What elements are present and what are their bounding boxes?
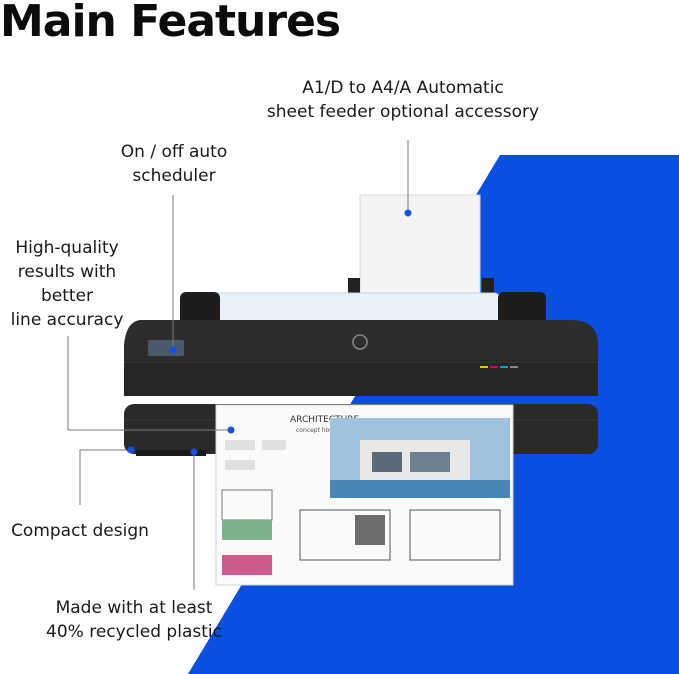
label-sheet-feeder: A1/D to A4/A Automatic sheet feeder opti… — [266, 78, 540, 122]
label-compact: Compact design — [11, 521, 149, 541]
poster-heading: ARCHITECTURE — [290, 415, 359, 425]
label-recycled: Made with at least 40% recycled plastic — [46, 598, 222, 642]
label-scheduler: On / off auto scheduler — [120, 142, 228, 186]
paper-roll — [209, 292, 501, 324]
control-panel — [148, 340, 184, 356]
feeder-paper — [359, 194, 481, 306]
poster-subheading: concept house — [296, 427, 340, 434]
label-quality: High-quality results with better line ac… — [10, 238, 124, 330]
hp-logo-icon — [352, 334, 368, 350]
page-title: Main Features — [0, 0, 341, 47]
